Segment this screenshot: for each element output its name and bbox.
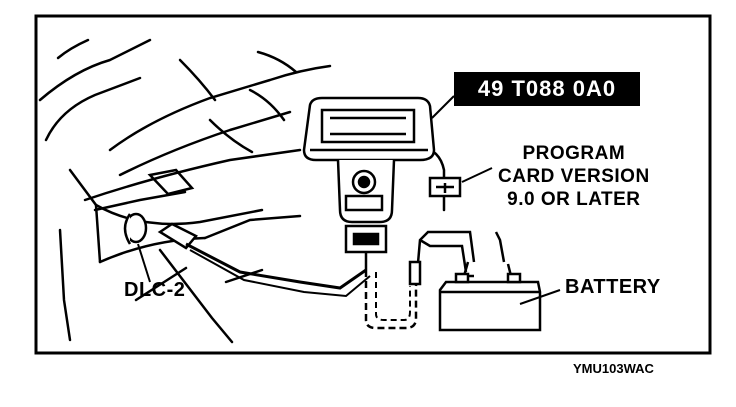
program-card-line2: CARD VERSION xyxy=(498,165,650,188)
battery-label: BATTERY xyxy=(565,276,661,299)
part-number-box: 49 T088 0A0 xyxy=(454,72,640,106)
part-number-label: 49 T088 0A0 xyxy=(478,76,616,102)
program-card-line1: PROGRAM xyxy=(498,142,650,165)
figure-code: YMU103WAC xyxy=(573,361,654,376)
program-card xyxy=(430,178,460,196)
program-card-line3: 9.0 OR LATER xyxy=(498,188,650,211)
program-card-label: PROGRAM CARD VERSION 9.0 OR LATER xyxy=(498,142,650,211)
dlc-label: DLC-2 xyxy=(124,279,185,302)
